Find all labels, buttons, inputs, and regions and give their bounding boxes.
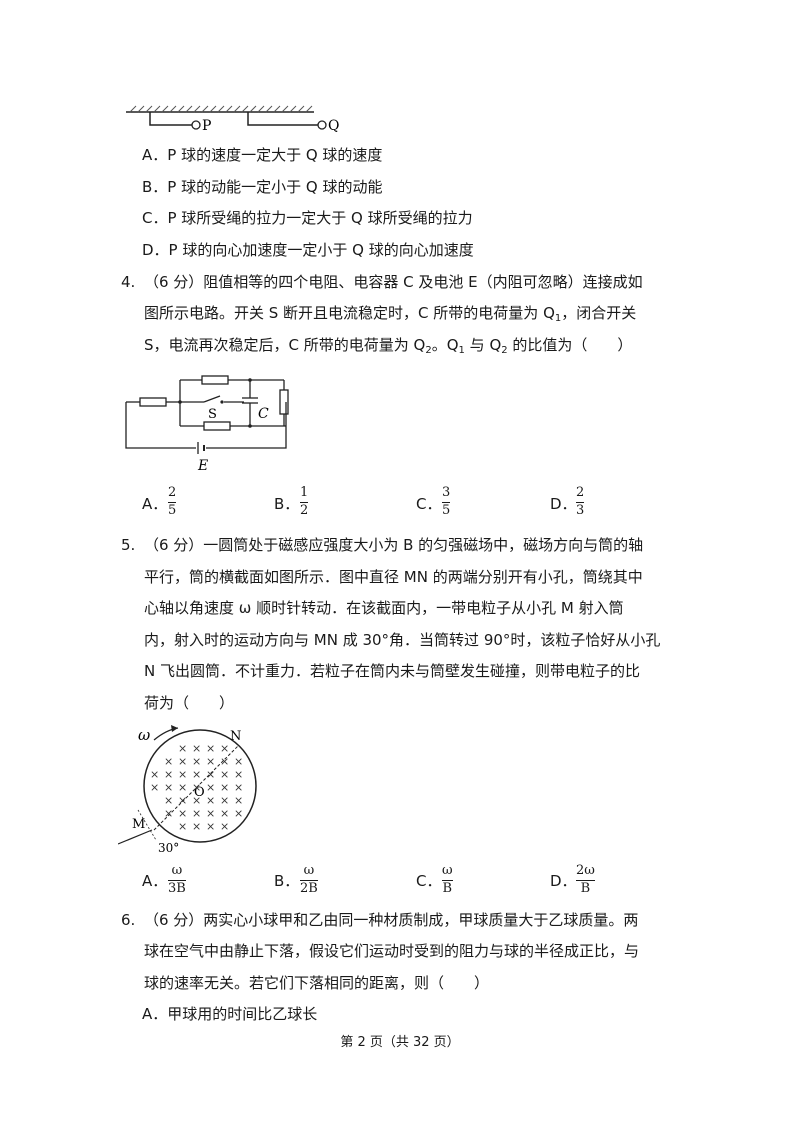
omega-label: ω [138,726,150,744]
n-label: N [230,729,241,744]
field-x-mark: × [206,781,215,794]
q4-number: 4. [121,273,136,291]
field-x-mark: × [164,781,173,794]
q3-option-a: A．P 球的速度一定大于 Q 球的速度 [142,146,383,164]
field-x-mark: × [206,794,215,807]
q4-option-d-label: D． [550,495,577,513]
q5-option-b-label: B． [274,872,300,890]
q3-option-b: B．P 球的动能一定小于 Q 球的动能 [142,178,383,196]
q5-line-1: （6 分）一圆筒处于磁感应强度大小为 B 的匀强磁场中，磁场方向与筒的轴 [144,536,644,554]
capacitor-label: C [258,406,269,422]
field-x-mark: × [192,807,201,820]
q4-line-1: （6 分）阻值相等的四个电阻、电容器 C 及电池 E（内阻可忽略）连接成如 [144,273,643,291]
field-x-mark: × [234,794,243,807]
field-x-mark: × [178,807,187,820]
field-x-mark: × [220,807,229,820]
circuit-figure: S C E [125,375,289,474]
field-x-mark: × [192,781,201,794]
q4-line-2: 图所示电路。开关 S 断开且电流稳定时，C 所带的电荷量为 Q1，闭合开关 [144,304,637,324]
field-x-mark: × [164,755,173,768]
field-x-mark: × [178,781,187,794]
field-x-mark: × [178,755,187,768]
field-x-mark: × [164,807,173,820]
q4-option-a-label: A． [142,495,168,513]
q4-line-3: S，电流再次稳定后，C 所带的电荷量为 Q2。Q1 与 Q2 的比值为（ ） [144,336,633,356]
o-label: O [194,785,205,800]
field-x-mark: × [220,794,229,807]
field-x-mark: × [206,807,215,820]
field-x-mark: × [234,781,243,794]
field-x-mark: × [206,768,215,781]
field-x-mark: × [192,755,201,768]
cylinder-figure: ω N O M 30° ××××××××××××××××××××××××××××… [118,725,257,855]
field-x-mark: × [220,768,229,781]
field-x-mark: × [220,820,229,833]
field-x-mark: × [164,794,173,807]
field-x-mark: × [178,820,187,833]
q5-line-5: N 飞出圆筒．不计重力．若粒子在筒内未与筒壁发生碰撞，则带电粒子的比 [144,662,640,680]
q6-line-2: 球在空气中由静止下落，假设它们运动时受到的阻力与球的半径成正比，与 [144,942,640,960]
q5-number: 5. [121,536,136,554]
page-footer: 第 2 页（共 32 页） [340,1035,460,1050]
field-x-mark: × [234,755,243,768]
field-x-mark: × [220,755,229,768]
field-x-mark: × [234,807,243,820]
q5-line-4: 内，射入时的运动方向与 MN 成 30°角．当筒转过 90°时，该粒子恰好从小孔 [144,631,661,649]
q6-line-1: （6 分）两实心小球甲和乙由同一种材质制成，甲球质量大于乙球质量。两 [144,911,639,929]
q6-line-3: 球的速率无关。若它们下落相同的距离，则（ ） [144,974,490,992]
q5-line-6: 荷为（ ） [144,694,235,712]
q5-line-2: 平行，筒的横截面如图所示．图中直径 MN 的两端分别开有小孔，筒绕其中 [144,568,643,586]
field-x-mark: × [150,781,159,794]
label-q: Q [328,118,339,134]
q5-option-a-label: A． [142,872,168,890]
q3-option-c: C．P 球所受绳的拉力一定大于 Q 球所受绳的拉力 [142,209,473,227]
q6-number: 6. [121,911,136,929]
field-x-mark: × [234,768,243,781]
field-x-mark: × [150,768,159,781]
field-x-mark: × [206,820,215,833]
q5-option-d-label: D． [550,872,577,890]
pendulum-figure: P Q [126,105,339,134]
field-x-mark: × [220,742,229,755]
field-x-mark: × [164,768,173,781]
q5-line-3: 心轴以角速度 ω 顺时针转动．在该截面内，一带电粒子从小孔 M 射入筒 [144,599,624,617]
field-x-mark: × [178,742,187,755]
q6-option-a: A．甲球用的时间比乙球长 [142,1005,318,1023]
q4-option-b-label: B． [274,495,300,513]
battery-label: E [197,458,208,474]
q3-option-d: D．P 球的向心加速度一定小于 Q 球的向心加速度 [142,241,474,259]
field-x-mark: × [192,768,201,781]
field-x-mark: × [178,768,187,781]
field-x-mark: × [206,742,215,755]
m-label: M [132,817,145,832]
switch-label: S [208,407,217,422]
field-x-mark: × [220,781,229,794]
angle-label: 30° [158,841,179,855]
field-x-mark: × [192,794,201,807]
q4-option-c-label: C． [416,495,442,513]
field-x-mark: × [206,755,215,768]
label-p: P [202,118,211,134]
field-x-mark: × [192,820,201,833]
field-x-mark: × [192,742,201,755]
q5-option-c-label: C． [416,872,442,890]
field-x-mark: × [178,794,187,807]
